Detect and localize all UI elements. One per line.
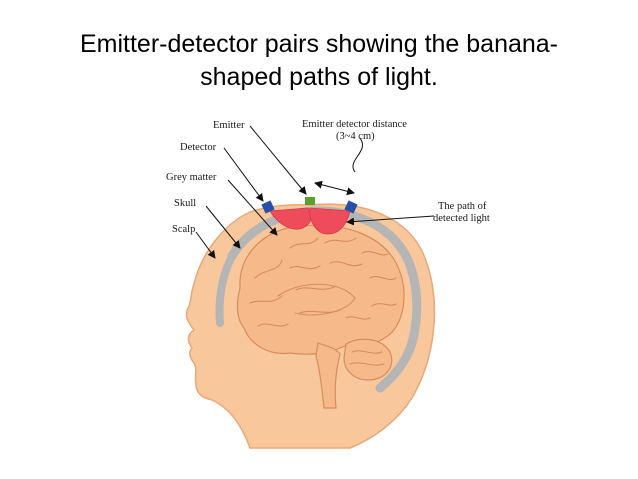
skull-arrow	[205, 205, 241, 249]
title-line-1: Emitter-detector pairs showing the banan…	[79, 30, 559, 58]
detector-left	[261, 200, 275, 214]
label-scalp: Scalp	[172, 224, 195, 235]
light-path-arrow	[346, 215, 435, 226]
label-detector: Detector	[180, 142, 217, 153]
label-path-line1: The path of	[438, 201, 487, 212]
light-path-left	[269, 207, 312, 230]
brain-stem	[315, 342, 341, 409]
grey-matter-arrow	[227, 179, 278, 236]
detector-arrow	[223, 147, 264, 202]
emitter	[305, 197, 315, 205]
title-line-2: shaped paths of light.	[200, 63, 438, 91]
label-path-line2: detected light	[433, 213, 490, 224]
brain-folds	[249, 237, 397, 366]
scalp-arrow	[195, 231, 216, 259]
skull-lower	[215, 252, 236, 327]
emitter-arrow	[249, 125, 307, 195]
label-distance-line2: (3~4 cm)	[336, 131, 375, 142]
cerebellum	[343, 338, 393, 381]
label-skull: Skull	[174, 198, 196, 209]
label-grey-matter: Grey matter	[166, 172, 217, 183]
distance-arrow	[314, 180, 355, 196]
head-diagram: Emitter Detector Grey matter Skull Scalp…	[166, 119, 490, 449]
light-path-right	[309, 207, 351, 235]
slide-title: Emitter-detector pairs showing the banan…	[40, 28, 598, 94]
detector-right	[344, 200, 358, 214]
label-distance-line1: Emitter detector distance	[302, 119, 407, 130]
label-emitter: Emitter	[213, 120, 245, 131]
distance-leader	[352, 137, 363, 173]
